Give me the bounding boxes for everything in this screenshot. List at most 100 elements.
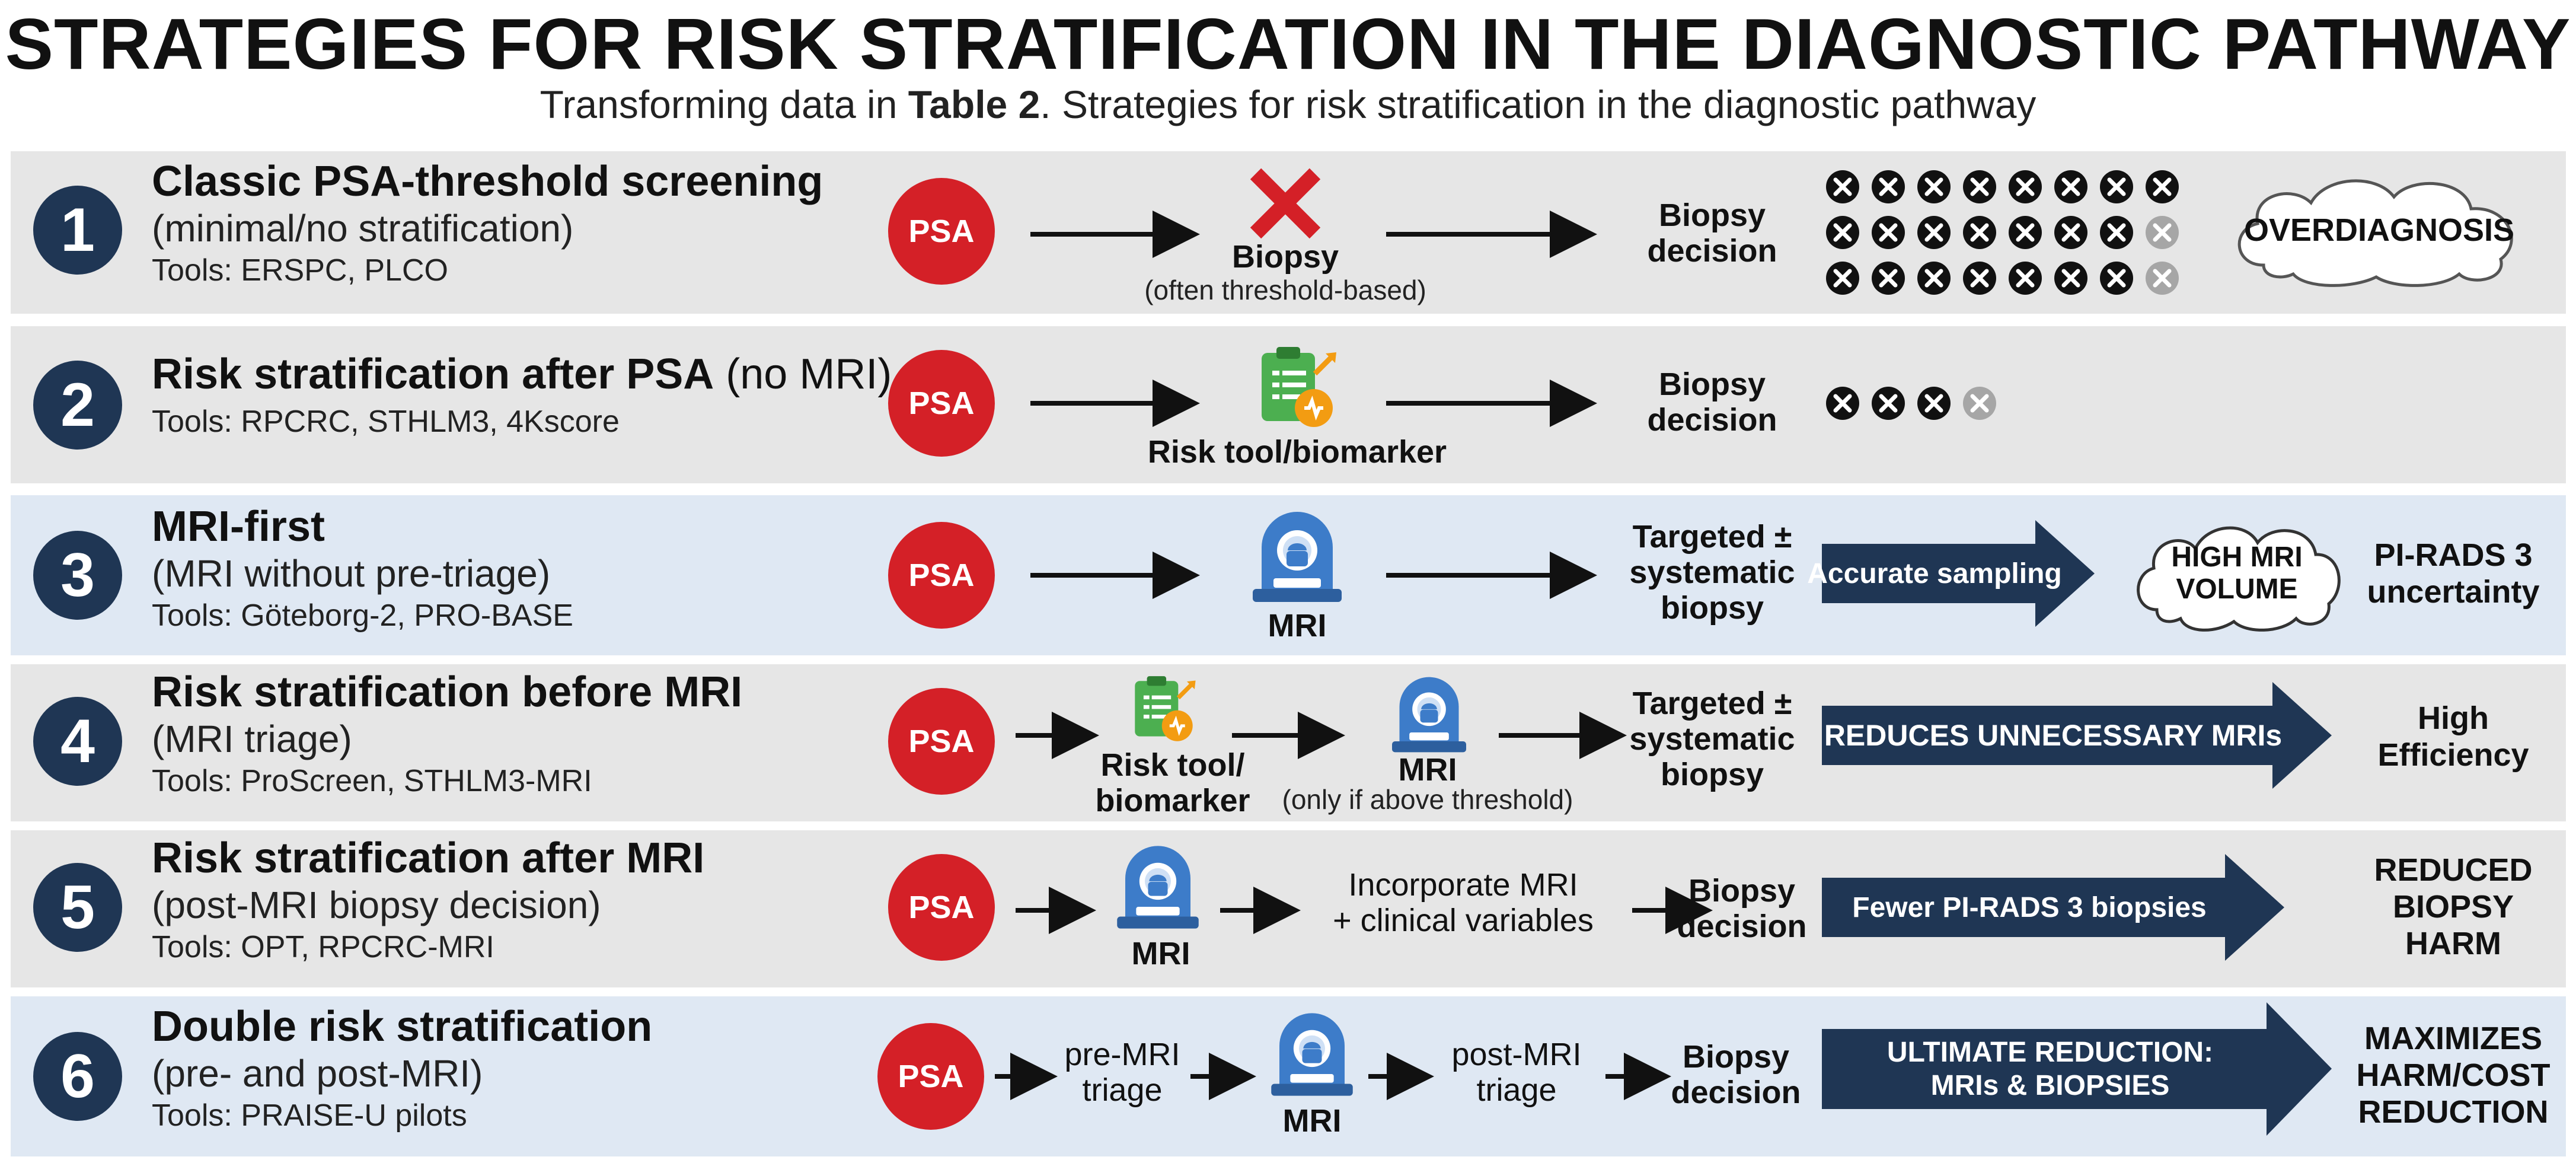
mri-scanner-icon — [1389, 667, 1469, 756]
step-number-badge: 6 — [33, 1032, 122, 1121]
outcome-label: OVERDIAGNOSIS — [2243, 212, 2515, 248]
benefit-banner: Fewer PI-RADS 3 biopsies — [1822, 854, 2284, 961]
flow-arrow — [1368, 1053, 1434, 1100]
strategy-row-5: 5 Risk stratification after MRI (post-MR… — [11, 830, 2566, 987]
biopsy-mark — [1872, 170, 1905, 203]
step-label: Incorporate MRI+ clinical variables — [1333, 867, 1594, 938]
strategy-title: Risk stratification before MRI — [152, 668, 743, 716]
strategy-label: MRI-first (MRI without pre-triage) Tools… — [152, 502, 893, 635]
biopsy-mark — [2100, 262, 2133, 295]
biopsy-mark-light — [2146, 216, 2179, 249]
flow-arrow — [995, 1053, 1058, 1100]
biopsy-mark — [2054, 170, 2087, 203]
strategy-label: Risk stratification after MRI (post-MRI … — [152, 834, 893, 967]
flow-arrow — [1030, 552, 1200, 599]
psa-badge: PSA — [888, 178, 995, 285]
biopsy-mark — [1963, 216, 1996, 249]
flow-arrow — [1499, 712, 1627, 759]
step-number-badge: 1 — [33, 186, 122, 275]
psa-badge: PSA — [888, 350, 995, 457]
biopsy-mark — [1917, 216, 1951, 249]
biopsy-mark — [2009, 262, 2042, 295]
benefit-banner: Accurate sampling — [1807, 520, 2095, 627]
step-number-badge: 4 — [33, 697, 122, 786]
flow-arrow — [1016, 712, 1099, 759]
strategy-title: Risk stratification after PSA (no MRI) — [152, 351, 892, 398]
step-label: Risk tool/biomarker — [1095, 747, 1250, 818]
biopsy-mark — [2054, 262, 2087, 295]
step-label: MRI — [1398, 752, 1457, 788]
step-sublabel: (often threshold-based) — [1144, 275, 1426, 305]
page-subtitle: Transforming data in Table 2. Strategies… — [540, 82, 2036, 126]
biopsy-mark — [2100, 216, 2133, 249]
flow-arrow — [1632, 887, 1713, 934]
strategy-subtitle: (post-MRI biopsy decision) — [152, 884, 601, 926]
psa-badge: PSA — [877, 1023, 984, 1130]
biopsy-mark — [2146, 170, 2179, 203]
flow-arrow — [1016, 887, 1096, 934]
biopsy-mark — [1826, 170, 1859, 203]
biopsy-mark — [1872, 387, 1905, 420]
mri-scanner-icon — [1250, 500, 1345, 607]
cloud-icon — [2137, 526, 2341, 632]
step-label: MRI — [1268, 608, 1327, 643]
strategy-row-4: 4 Risk stratification before MRI (MRI tr… — [11, 664, 2566, 821]
step-label: MRI — [1131, 936, 1190, 971]
cloud-icon — [2237, 179, 2513, 287]
strategy-tools: Tools: ERSPC, PLCO — [152, 253, 448, 288]
flow-arrow — [1386, 380, 1597, 427]
biopsy-mark — [1826, 262, 1859, 295]
step-label: Biopsy — [1231, 239, 1339, 275]
biopsy-mark-light — [2146, 262, 2179, 295]
flow-arrow — [1605, 1053, 1671, 1100]
flow-arrow — [1386, 211, 1597, 258]
strategy-row-1: 1 Classic PSA-threshold screening (minim… — [11, 151, 2566, 314]
risk-tool-icon — [1125, 669, 1202, 751]
flow-arrow — [1190, 1053, 1256, 1100]
strategy-tools: Tools: OPT, RPCRC-MRI — [152, 930, 494, 964]
flow-arrow — [1220, 887, 1301, 934]
biopsy-mark — [2100, 170, 2133, 203]
flow-arrow — [1030, 380, 1200, 427]
flow-arrow — [1030, 211, 1200, 258]
page-title: STRATEGIES FOR RISK STRATIFICATION IN TH… — [5, 4, 2571, 84]
psa-badge: PSA — [888, 854, 995, 961]
biopsy-mark-light — [1963, 387, 1996, 420]
biopsy-mark — [1963, 170, 1996, 203]
biopsy-marks-row — [1825, 385, 2003, 427]
step-sublabel: (only if above threshold) — [1282, 784, 1573, 815]
biopsy-mark — [1826, 387, 1859, 420]
biopsy-mark — [1872, 216, 1905, 249]
mri-scanner-icon — [1268, 1002, 1356, 1100]
risk-tool-icon — [1250, 338, 1345, 439]
red-x-icon — [1250, 168, 1321, 239]
biopsy-marks-grid — [1825, 169, 2192, 294]
benefit-banner: ULTIMATE REDUCTION:MRIs & BIOPSIES — [1822, 1002, 2332, 1136]
strategy-row-6: 6 Double risk stratification (pre- and p… — [11, 996, 2566, 1156]
strategy-title: Classic PSA-threshold screening — [152, 158, 823, 205]
strategy-title: MRI-first — [152, 503, 325, 550]
step-number-badge: 3 — [33, 531, 122, 620]
step-label: MRI — [1282, 1103, 1342, 1139]
strategy-title: Risk stratification after MRI — [152, 834, 705, 882]
strategy-title: Double risk stratification — [152, 1003, 653, 1050]
strategy-tools: Tools: Göteborg-2, PRO-BASE — [152, 598, 573, 633]
strategy-subtitle: (minimal/no stratification) — [152, 207, 574, 250]
biopsy-mark — [1872, 262, 1905, 295]
biopsy-mark — [1917, 262, 1951, 295]
biopsy-mark — [2009, 170, 2042, 203]
psa-badge: PSA — [888, 522, 995, 629]
biopsy-mark — [2054, 216, 2087, 249]
strategy-label: Risk stratification before MRI (MRI tria… — [152, 668, 893, 801]
psa-badge: PSA — [888, 688, 995, 795]
